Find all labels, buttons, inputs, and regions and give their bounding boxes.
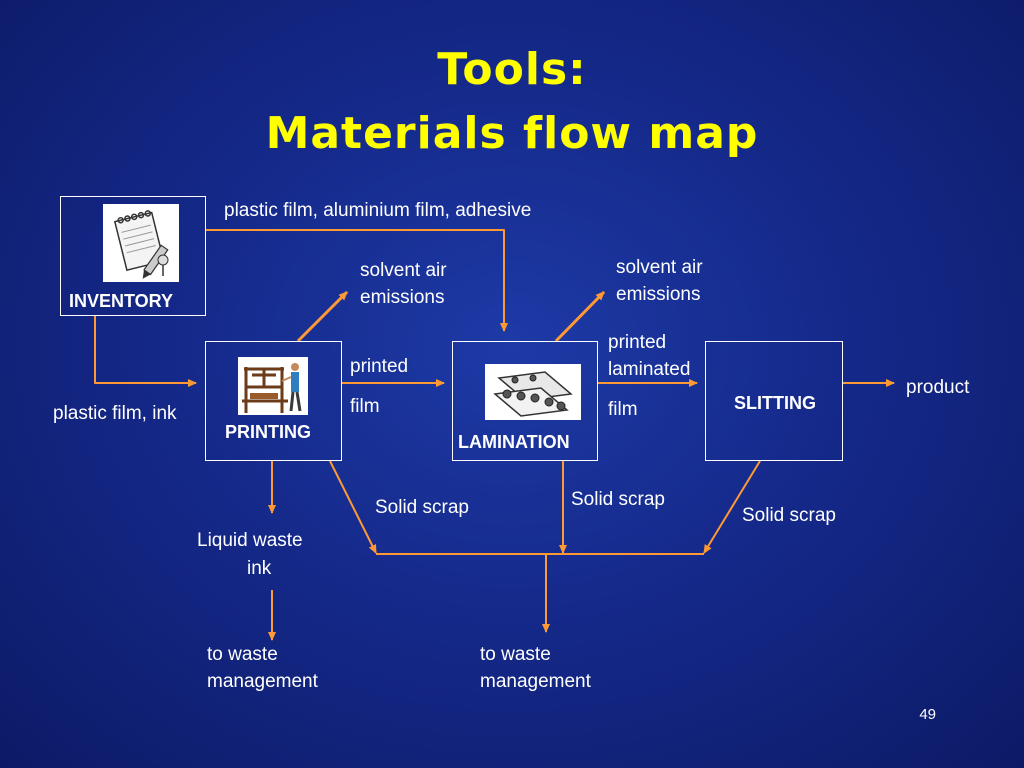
arrow-printing-emissions	[296, 290, 349, 343]
inventory-box	[60, 196, 206, 316]
printing-emissions-label-1: solvent air	[360, 260, 447, 281]
waste-management-left-label-2: management	[207, 671, 318, 692]
printing-emissions-label-2: emissions	[360, 287, 445, 308]
arrow-slitting-scrap	[703, 460, 761, 554]
waste-management-left-label-1: to waste	[207, 644, 278, 665]
lamination-box	[452, 341, 598, 461]
waste-management-center-label-1: to waste	[480, 644, 551, 665]
arrow-inventory-to-lamination	[205, 229, 508, 332]
conveyor-rollers-icon	[485, 364, 581, 420]
slide-title-line2: Materials flow map	[265, 108, 759, 159]
printed-laminated-label-1: printed	[608, 332, 667, 353]
liquid-waste-label-2: ink	[247, 558, 272, 579]
lamination-inputs-label: plastic film, aluminium film, adhesive	[224, 200, 532, 221]
printed-laminated-label-2: laminated	[608, 359, 691, 380]
printed-laminated-label-3: film	[608, 399, 638, 420]
slitting-label: SLITTING	[734, 393, 816, 413]
arrow-printing-scrap	[329, 460, 377, 554]
waste-management-center-label-2: management	[480, 671, 591, 692]
inventory-label: INVENTORY	[69, 291, 174, 311]
product-label: product	[906, 377, 970, 398]
slitting-box	[705, 341, 843, 461]
printing-inputs-label: plastic film, ink	[53, 403, 177, 424]
printing-box	[205, 341, 342, 461]
page-number: 49	[919, 706, 936, 723]
slitting-scrap-label: Solid scrap	[742, 505, 836, 526]
notepad-pencil-icon	[103, 204, 179, 282]
printing-press-icon	[238, 357, 308, 415]
liquid-waste-label-1: Liquid waste	[197, 530, 303, 551]
printed-film-label-1: printed	[350, 356, 409, 377]
arrow-inventory-to-printing	[94, 316, 197, 387]
printed-film-label-2: film	[350, 396, 380, 417]
arrow-lamination-emissions	[554, 290, 606, 343]
slide-title-line1: Tools:	[437, 44, 587, 95]
printing-label: PRINTING	[225, 422, 312, 442]
lamination-emissions-label-1: solvent air	[616, 257, 703, 278]
lamination-scrap-label: Solid scrap	[571, 489, 665, 510]
lamination-label: LAMINATION	[458, 432, 570, 452]
lamination-emissions-label-2: emissions	[616, 284, 701, 305]
printing-scrap-label: Solid scrap	[375, 497, 469, 518]
